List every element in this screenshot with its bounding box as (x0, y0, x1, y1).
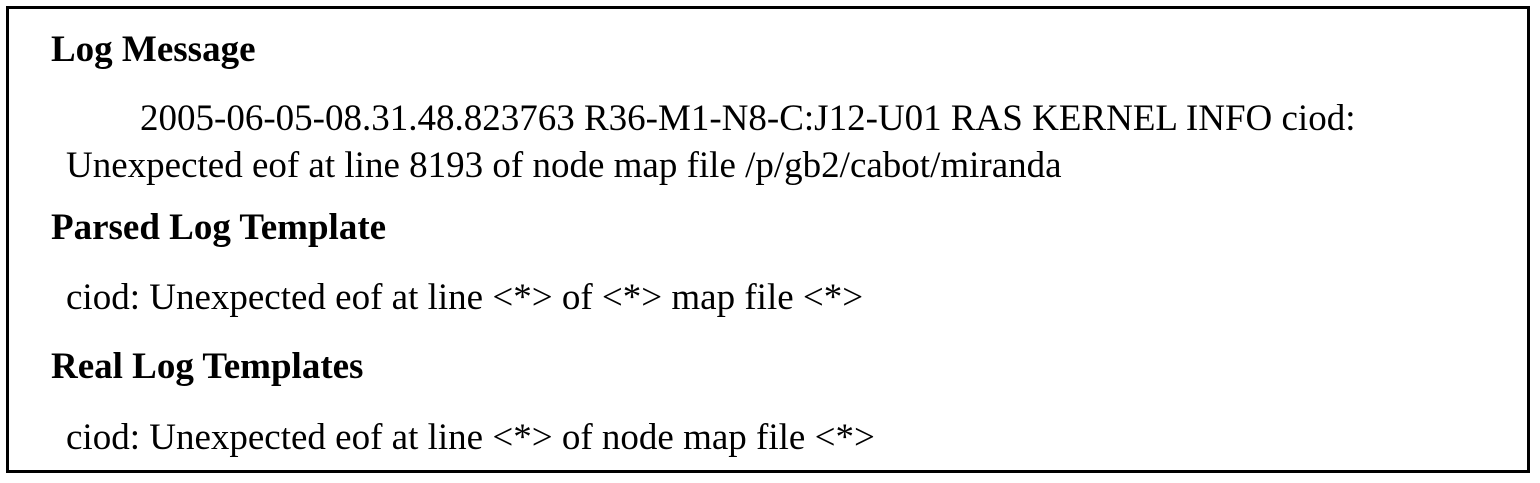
log-example-box: Log Message 2005-06-05-08.31.48.823763 R… (6, 6, 1530, 473)
log-message-line-1: 2005-06-05-08.31.48.823763 R36-M1-N8-C:J… (140, 98, 1356, 139)
parsed-log-template-heading: Parsed Log Template (51, 207, 387, 248)
parsed-log-template-text: ciod: Unexpected eof at line <*> of <*> … (66, 277, 864, 318)
real-log-templates-heading: Real Log Templates (51, 346, 364, 387)
log-message-line-2: Unexpected eof at line 8193 of node map … (66, 145, 1062, 186)
real-log-templates-text: ciod: Unexpected eof at line <*> of node… (66, 417, 875, 458)
log-message-heading: Log Message (51, 29, 256, 70)
